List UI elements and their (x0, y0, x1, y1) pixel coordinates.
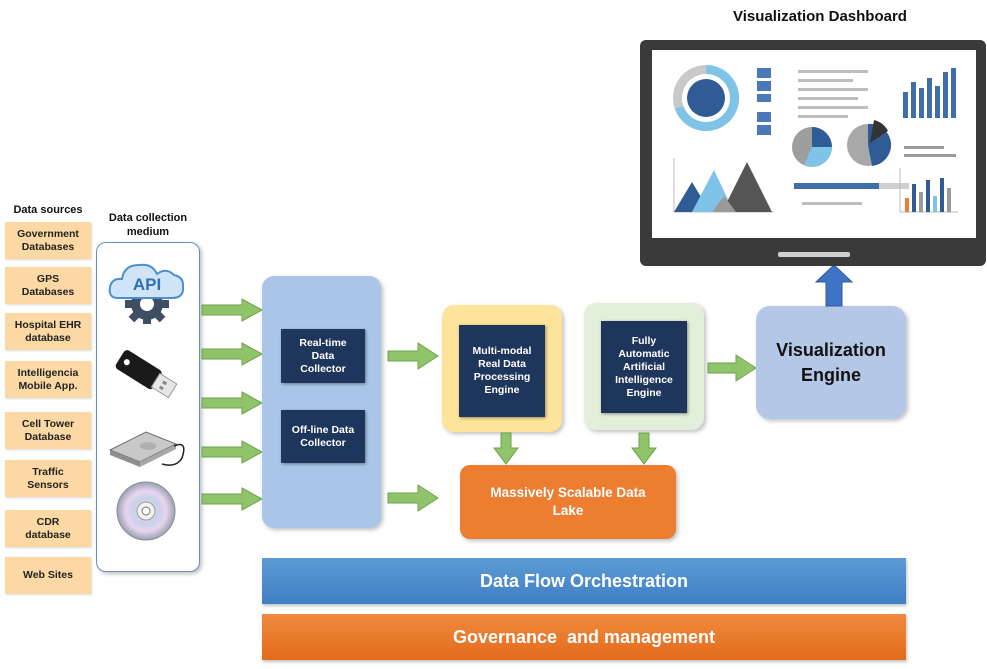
multimodal-line3: Processing (473, 371, 531, 383)
governance-management-bar: Governance and management (262, 614, 906, 660)
pie-chart-icon (847, 120, 892, 166)
arrow-icon (201, 298, 264, 322)
ai-engine: Fully Automatic Artificial Intelligence … (601, 321, 687, 413)
bar-chart-icon (903, 68, 956, 118)
ai-to-visualization-arrow (707, 354, 757, 382)
data-lake: Massively Scalable Data Lake (460, 465, 676, 539)
dashboard-mock-charts-icon (673, 64, 958, 213)
multimodal-line2: Real Data (478, 358, 526, 370)
source-web-sites: Web Sites (5, 557, 91, 594)
data-flow-orchestration-bar: Data Flow Orchestration (262, 558, 906, 604)
ai-line5: Engine (626, 386, 662, 399)
text-lines-icon (798, 70, 868, 118)
offline-data-collector: Off-line Data Collector (281, 410, 365, 463)
monitor-stand-icon (778, 252, 850, 257)
source-line1: CDR (36, 515, 60, 528)
donut-chart-icon (673, 64, 740, 131)
arrow-icon (387, 342, 439, 370)
source-line1: Hospital EHR (14, 318, 82, 331)
source-line1: Cell Tower (21, 417, 75, 430)
multimodal-line4: Engine (484, 384, 520, 396)
source-line2: Mobile App. (18, 379, 78, 392)
ai-line1: Fully (631, 334, 657, 347)
realtime-line1: Real-time (299, 336, 347, 349)
source-line2: database (25, 331, 71, 344)
arrow-icon (201, 440, 264, 464)
viz-engine-line2: Engine (800, 364, 861, 385)
collector-to-lake-arrow (387, 484, 439, 512)
medium-header-line1: Data collection (108, 212, 188, 224)
ai-to-lake-arrow (631, 432, 657, 465)
pie-chart-icon (792, 127, 832, 167)
viz-engine-line1: Visualization (776, 339, 886, 360)
visualization-to-dashboard-arrow (814, 264, 854, 307)
ai-line2: Automatic (618, 347, 670, 360)
small-bar-chart-icon (899, 168, 958, 213)
medium-to-collector-arrows (201, 298, 264, 511)
cd-disc-icon (116, 481, 176, 541)
medium-header-line2: medium (126, 226, 170, 238)
realtime-data-collector: Real-time Data Collector (281, 329, 365, 383)
visualization-engine: Visualization Engine (756, 306, 906, 419)
offline-line2: Collector (300, 436, 346, 449)
realtime-line3: Collector (300, 362, 346, 375)
arrow-icon (201, 391, 264, 415)
source-line1: Intelligencia (17, 366, 79, 379)
source-line2: Sensors (27, 478, 69, 491)
api-cloud-gear-icon: API (108, 263, 185, 324)
api-label: API (133, 275, 161, 294)
multimodal-line1: Multi-modal (472, 345, 532, 357)
ai-line4: Intelligence (615, 373, 673, 386)
collector-to-multimodal-arrow (387, 342, 439, 370)
source-line1: GPS (36, 272, 60, 285)
ai-line3: Artificial (622, 360, 665, 373)
arrow-icon (631, 432, 657, 465)
multimodal-to-lake-arrow (493, 432, 519, 465)
source-line2: Databases (21, 285, 75, 298)
external-hard-drive-icon (108, 431, 185, 467)
arrow-icon (201, 487, 264, 511)
lake-line1: Massively Scalable Data (490, 485, 646, 500)
lake-line2: Lake (552, 503, 584, 518)
source-line2: Database (24, 430, 72, 443)
realtime-line2: Data (311, 349, 335, 362)
area-chart-icon (673, 158, 774, 213)
dashboard-title: Visualization Dashboard (733, 8, 907, 25)
source-line1: Traffic (32, 465, 64, 478)
data-sources-header: Data sources (13, 204, 83, 216)
offline-line1: Off-line Data (291, 423, 355, 436)
legend-lines-icon (904, 146, 956, 157)
progress-bars-icon (794, 183, 909, 205)
source-line2: database (25, 528, 71, 541)
arrow-icon (201, 342, 264, 366)
collector-panel (262, 276, 381, 528)
up-arrow-icon (814, 264, 854, 307)
arrow-icon (493, 432, 519, 465)
usb-drive-icon (115, 350, 178, 399)
multimodal-processing-engine: Multi-modal Real Data Processing Engine (459, 325, 545, 417)
source-line2: Databases (21, 240, 75, 253)
source-line1: Government (17, 227, 79, 240)
source-line1: Web Sites (23, 569, 73, 581)
data-collection-medium-header: Data collection medium (96, 211, 200, 239)
arrow-icon (707, 354, 757, 382)
arrow-icon (387, 484, 439, 512)
stacked-blocks-icon (757, 68, 771, 135)
